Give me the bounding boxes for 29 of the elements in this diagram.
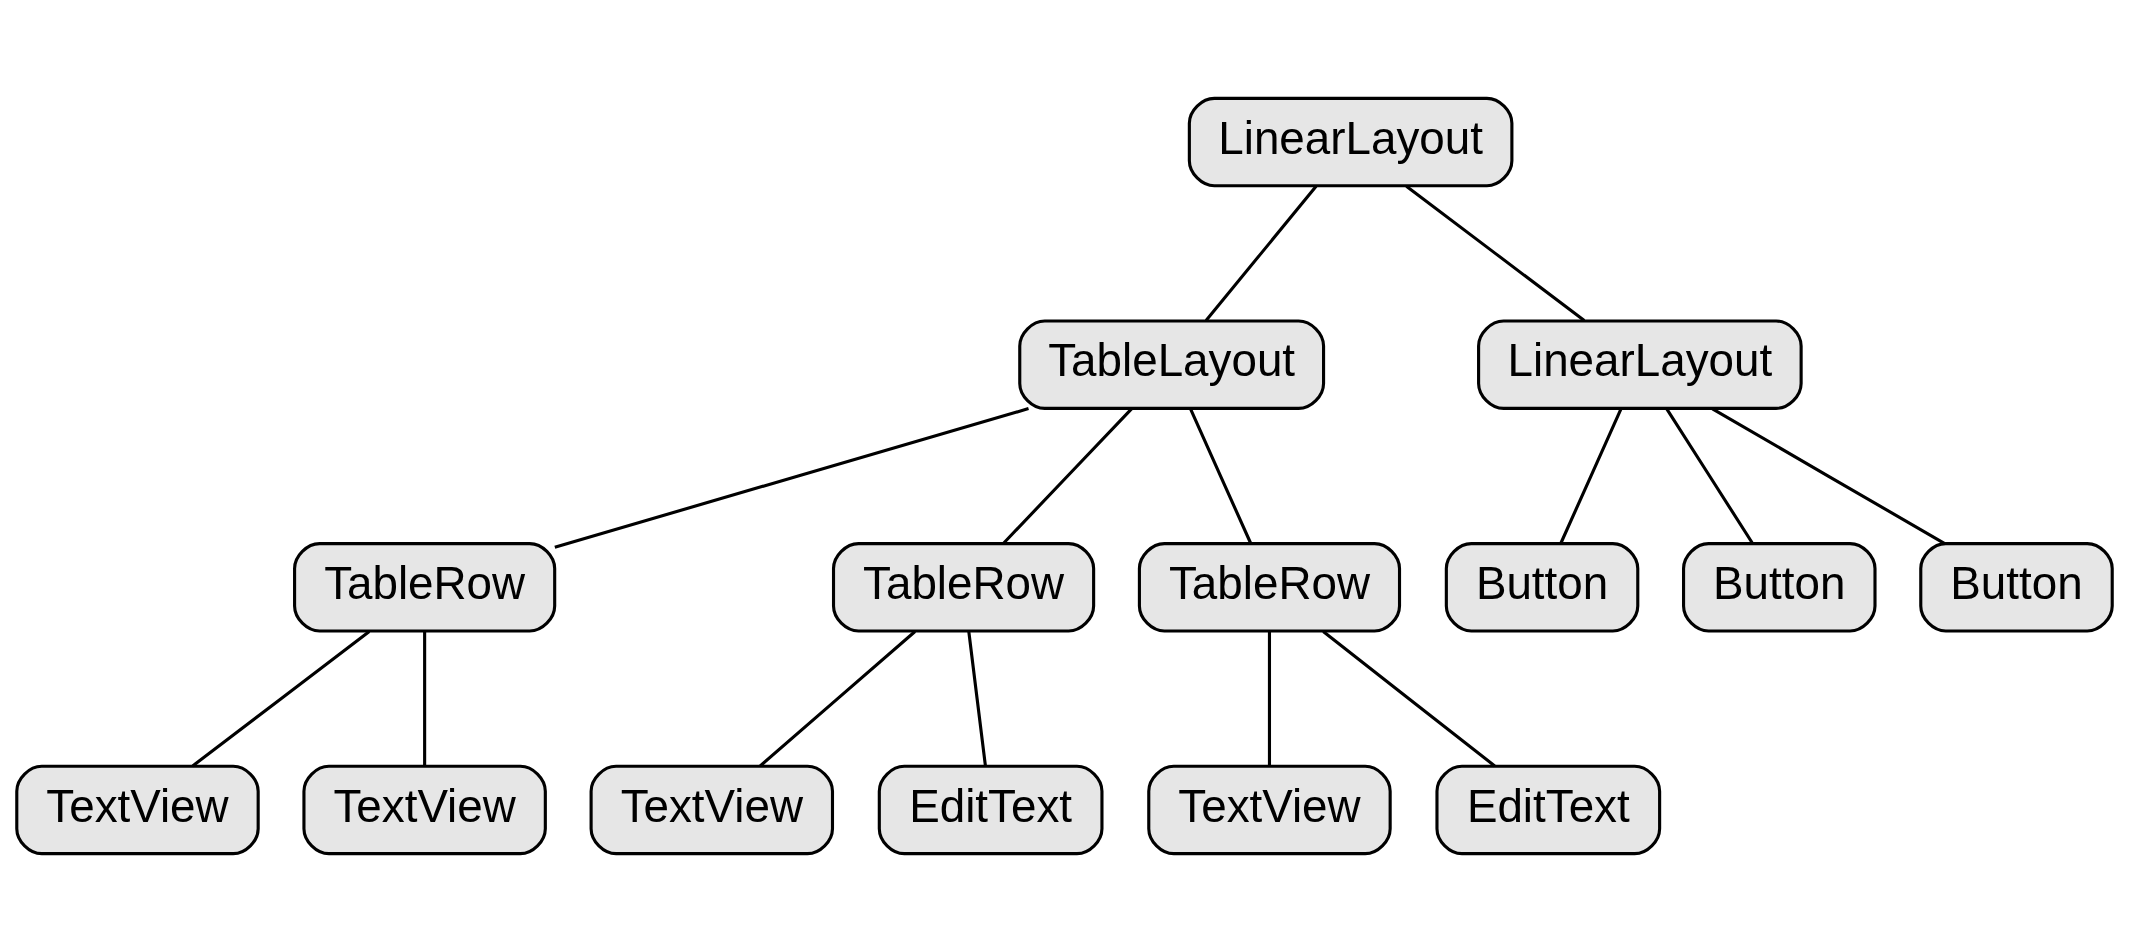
connector	[1189, 407, 1253, 544]
node-box: TextView	[589, 764, 835, 855]
connector	[967, 630, 987, 766]
node-box: TextView	[302, 764, 547, 855]
node-box: TextView	[1147, 764, 1392, 855]
node-box: EditText	[877, 764, 1104, 855]
connector	[1711, 407, 1946, 545]
connector	[1322, 629, 1496, 767]
node-box: Button	[1919, 541, 2114, 633]
connector	[1559, 407, 1623, 544]
connector	[1204, 184, 1318, 322]
node-box: TableRow	[831, 541, 1096, 633]
node-box: TableRow	[1137, 541, 1402, 633]
node-box: Button	[1682, 541, 1877, 633]
node-box: Button	[1444, 541, 1640, 633]
node-box: EditText	[1435, 764, 1662, 855]
connector	[1267, 631, 1271, 766]
connector	[1665, 407, 1754, 544]
connector	[1002, 407, 1133, 544]
node-box: TableRow	[293, 541, 557, 633]
node-box: TextView	[15, 764, 260, 855]
node-box: LinearLayout	[1187, 96, 1514, 187]
connector	[423, 631, 427, 766]
node-box: LinearLayout	[1477, 318, 1803, 410]
node-box: TableLayout	[1018, 318, 1326, 410]
connector	[1405, 184, 1586, 322]
connector	[191, 629, 371, 767]
connector	[759, 629, 917, 767]
connector	[554, 406, 1029, 549]
